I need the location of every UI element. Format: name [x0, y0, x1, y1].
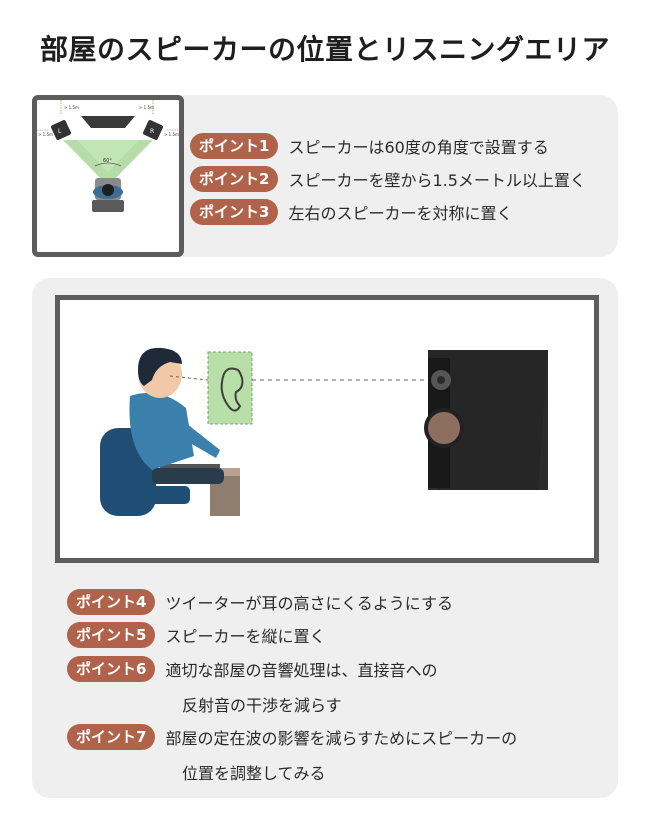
chair-seat [120, 486, 190, 504]
speaker-height-illustration [55, 295, 599, 563]
display-shape [81, 116, 135, 128]
point-text: 部屋の定在波の影響を減らすためにスピーカーの [165, 729, 518, 748]
point-item-1: ポイント1 スピーカーは60度の角度で設置する [190, 133, 549, 159]
distance-label: > 1.5m [139, 105, 154, 110]
page-title: 部屋のスピーカーの位置とリスニングエリア [39, 33, 610, 66]
point-text: ツイーターが耳の高さにくるようにする [165, 594, 453, 613]
ear-pointer-line [169, 375, 209, 381]
angle-arc [94, 162, 122, 167]
point-badge: ポイント7 [67, 724, 156, 750]
point-text: 左右のスピーカーを対称に置く [288, 204, 513, 223]
point-badge: ポイント2 [190, 166, 279, 192]
woofer [424, 408, 464, 448]
point-text: スピーカーは60度の角度で設置する [288, 138, 549, 157]
distance-label: > 1.5m [164, 132, 179, 137]
point-item-5: ポイント5 スピーカーを縦に置く [67, 622, 325, 648]
ear-icon [220, 367, 244, 412]
room-layout-diagram: 60° L R > 1.5m > 1.5m > 1.5m > 1.5m [32, 95, 184, 257]
right-speaker-label: R [150, 128, 154, 135]
room-layout-svg: 60° L R > 1.5m > 1.5m > 1.5m > 1.5m [37, 100, 179, 212]
angle-label: 60° [103, 158, 112, 164]
distance-label: > 1.5m [64, 105, 79, 110]
left-speaker-label: L [58, 128, 62, 135]
speaker-height-svg [100, 347, 548, 516]
listening-area-inner [77, 140, 139, 172]
point-text: スピーカーを縦に置く [165, 627, 326, 646]
speaker-shading [428, 350, 548, 490]
point-text-continued: 位置を調整してみる [182, 764, 326, 783]
point-text-continued: 反射音の干渉を減らす [182, 696, 342, 715]
point-item-7: ポイント7 部屋の定在波の影響を減らすためにスピーカーの [67, 724, 517, 750]
left-speaker [51, 120, 71, 140]
point-item-4: ポイント4 ツイーターが耳の高さにくるようにする [67, 589, 453, 615]
keyboard [160, 464, 220, 468]
chair-base [92, 200, 124, 212]
listener-head [102, 184, 114, 196]
point-badge: ポイント3 [190, 199, 279, 225]
point-text: スピーカーを壁から1.5メートル以上置く [288, 171, 586, 190]
person-legs [152, 468, 224, 484]
point-item-3: ポイント3 左右のスピーカーを対称に置く [190, 199, 512, 225]
point-badge: ポイント4 [67, 589, 156, 615]
person-arm [178, 420, 220, 458]
point-badge: ポイント5 [67, 622, 156, 648]
point-badge: ポイント6 [67, 656, 156, 682]
distance-label: > 1.5m [38, 132, 53, 137]
point-item-2: ポイント2 スピーカーを壁から1.5メートル以上置く [190, 166, 586, 192]
person-torso [129, 392, 194, 470]
tweeter-dome [437, 376, 445, 384]
point-text: 適切な部屋の音響処理は、直接音への [165, 661, 438, 680]
ear-zoom-box [207, 351, 253, 425]
right-speaker [143, 120, 163, 140]
person-hair [138, 347, 182, 386]
point-badge: ポイント1 [190, 133, 279, 159]
point-item-6: ポイント6 適切な部屋の音響処理は、直接音への [67, 656, 437, 682]
